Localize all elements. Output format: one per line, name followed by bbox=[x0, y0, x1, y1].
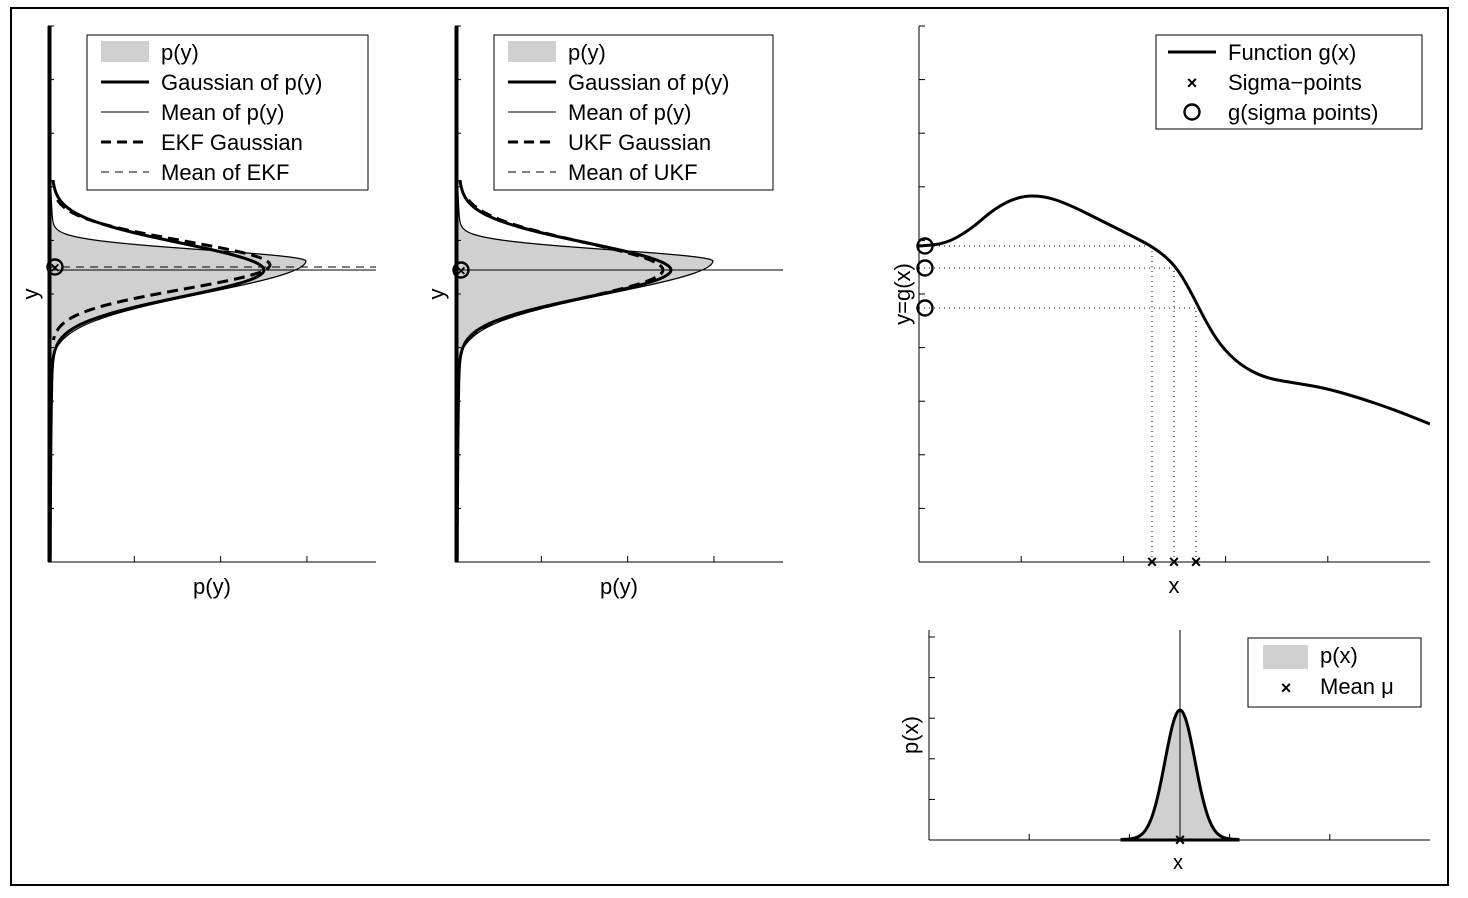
transform-legend-swatch-g-sigma bbox=[1183, 103, 1201, 121]
transform-x-label: x bbox=[1169, 573, 1180, 598]
input-y-label: p(x) bbox=[898, 716, 923, 754]
ekf-legend-entry: Gaussian of p(y) bbox=[161, 70, 322, 95]
transform-legend: × Function g(x) Sigma−points g(sigma poi… bbox=[1155, 34, 1423, 130]
transform-legend-swatch-sigma: × bbox=[1187, 73, 1198, 93]
input-legend-entry: Mean μ bbox=[1320, 674, 1394, 699]
input-legend-swatch-mean: × bbox=[1281, 678, 1292, 698]
panel-input: × x p(x) × p(x) Mean μ bbox=[898, 630, 1430, 874]
transform-ticks bbox=[919, 25, 1329, 563]
input-mean-marker: × bbox=[1175, 830, 1186, 850]
ukf-legend-entry: Gaussian of p(y) bbox=[568, 70, 729, 95]
ukf-x-label: p(y) bbox=[600, 574, 638, 599]
sigma-point-marker: × bbox=[1169, 552, 1180, 572]
ekf-legend-entry: Mean of EKF bbox=[161, 160, 289, 185]
ukf-ticks bbox=[455, 25, 715, 562]
panel-ekf: × p(y) y p(y) Gaussian of p(y) Mean of p… bbox=[18, 25, 376, 599]
sigma-point-marker: × bbox=[1191, 552, 1202, 572]
ukf-y-label: y bbox=[424, 289, 449, 300]
ekf-ticks bbox=[48, 25, 308, 562]
figure-frame bbox=[10, 7, 1449, 886]
panel-transform: × × × x y=g(x) × Function g(x) Sigma−point… bbox=[890, 25, 1430, 598]
input-legend: × p(x) Mean μ bbox=[1247, 637, 1422, 708]
ekf-x-label: p(y) bbox=[193, 574, 231, 599]
input-x-label: x bbox=[1173, 852, 1183, 874]
ukf-legend-entry: Mean of p(y) bbox=[568, 100, 692, 125]
transform-guide-lines bbox=[919, 245, 1197, 562]
ekf-legend-swatch-py bbox=[101, 41, 149, 62]
g-sigma-point-marker bbox=[916, 237, 934, 255]
g-sigma-point-marker bbox=[916, 299, 934, 317]
ekf-sigma-cross-marker: × bbox=[50, 260, 59, 277]
input-legend-entry: p(x) bbox=[1320, 643, 1358, 668]
ukf-legend-entry: UKF Gaussian bbox=[568, 130, 711, 155]
ekf-legend-entry: p(y) bbox=[161, 40, 199, 65]
transform-y-label: y=g(x) bbox=[890, 263, 915, 325]
input-legend-swatch-px bbox=[1263, 645, 1308, 669]
ekf-legend-entry: EKF Gaussian bbox=[161, 130, 303, 155]
ukf-g-sigma-marker bbox=[452, 261, 470, 279]
ekf-g-sigma-marker bbox=[46, 258, 64, 276]
ukf-legend-entry: Mean of UKF bbox=[568, 160, 698, 185]
ukf-sigma-cross-marker: × bbox=[456, 263, 465, 280]
ukf-legend: p(y) Gaussian of p(y) Mean of p(y) UKF G… bbox=[493, 34, 774, 191]
g-sigma-point-marker bbox=[916, 259, 934, 277]
transform-legend-entry: Function g(x) bbox=[1228, 40, 1356, 65]
ukf-legend-entry: p(y) bbox=[568, 40, 606, 65]
panel-ukf: × p(y) y p(y) Gaussian of p(y) Mean of p… bbox=[424, 25, 783, 599]
ukf-legend-swatch-py bbox=[508, 41, 556, 62]
ekf-legend-entry: Mean of p(y) bbox=[161, 100, 285, 125]
function-g-line bbox=[918, 194, 1430, 426]
ekf-legend: p(y) Gaussian of p(y) Mean of p(y) EKF G… bbox=[86, 34, 369, 191]
transform-legend-entry: g(sigma points) bbox=[1228, 100, 1378, 125]
ekf-gaussian-line bbox=[51, 199, 272, 341]
ekf-y-label: y bbox=[18, 289, 43, 300]
sigma-point-marker: × bbox=[1147, 552, 1158, 572]
transform-legend-entry: Sigma−points bbox=[1228, 70, 1362, 95]
transform-markers: × × × bbox=[916, 237, 1202, 572]
